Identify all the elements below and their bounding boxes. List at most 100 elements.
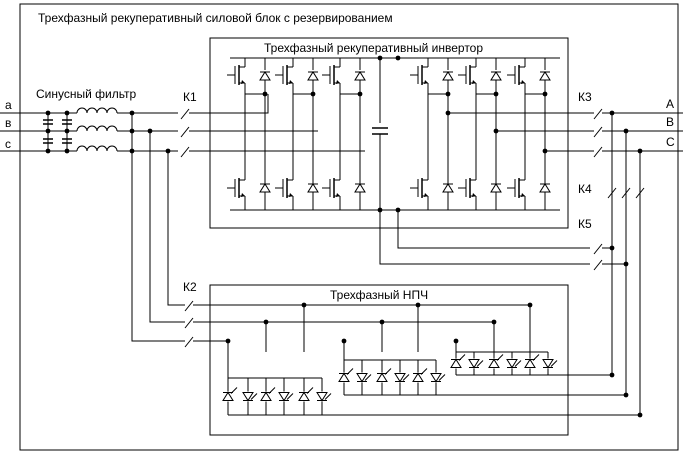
thyristor-gate [384, 368, 392, 375]
junction-dot [64, 128, 70, 134]
thyristor-gate [420, 368, 428, 375]
wiring [0, 57, 683, 416]
junction-dot [493, 91, 499, 97]
igbt-arrow [241, 80, 245, 84]
junction-dot [64, 148, 70, 154]
freewheel-diode [259, 71, 271, 81]
npch-thyristor [468, 359, 480, 369]
junction-dot [64, 110, 70, 116]
junction-dot [415, 302, 421, 308]
contactor-k1 [180, 108, 190, 120]
contactor-k3 [593, 126, 603, 138]
junction-dot [637, 412, 643, 418]
junction-dot [357, 91, 363, 97]
diode-body [542, 359, 554, 369]
thyristor-gate [514, 360, 522, 367]
junction-dot [263, 319, 269, 325]
diode-body [376, 372, 388, 382]
junction-dot [493, 128, 499, 134]
junction-dot [262, 91, 268, 97]
diode-body [539, 183, 551, 193]
thyristor-gate [286, 393, 294, 400]
thyristor-gate [250, 393, 258, 400]
junction-dot [377, 207, 383, 213]
contactor-k5 [593, 259, 603, 271]
contactor-k1 [180, 146, 190, 158]
filter-inductor [76, 125, 118, 132]
igbt-arrow [424, 193, 428, 197]
thyristor-gate [402, 374, 410, 381]
diode-body [354, 71, 366, 81]
npch-thyristor [542, 359, 554, 369]
inverter-label: Трехфазный рекуперативный инвертор [264, 41, 483, 55]
contactor-k1 [180, 126, 190, 138]
diode-body [394, 373, 406, 383]
junction-dot [623, 392, 629, 398]
diode-body [307, 71, 319, 81]
diode-body [490, 183, 502, 193]
igbt-upper [322, 62, 341, 88]
diode-body [488, 358, 500, 368]
igbt-upper [275, 62, 294, 88]
filter-capacitor [62, 138, 72, 144]
junction-dot [445, 110, 451, 116]
diode-body [356, 373, 368, 383]
junction-dot [377, 55, 383, 61]
junction-dot [395, 207, 401, 213]
diode-body [259, 183, 271, 193]
contactor-k2 [184, 317, 194, 329]
diode-body [450, 358, 462, 368]
contactor-k4 [621, 187, 631, 199]
freewheel-diode [539, 71, 551, 81]
diagram-title: Трехфазный рекуперативный силовой блок с… [38, 11, 393, 25]
npch-thyristor [506, 359, 518, 369]
igbt-lower [227, 175, 246, 201]
igbt-arrow [289, 193, 293, 197]
diode-body [278, 392, 290, 402]
wire [379, 210, 590, 265]
freewheel-diode [539, 183, 551, 193]
diode-body [242, 392, 254, 402]
thyristor-gate [324, 393, 332, 400]
freewheel-diode [442, 183, 454, 193]
junction-dot [129, 110, 135, 116]
junction-dot [453, 338, 459, 344]
filter-capacitor [43, 138, 53, 144]
junction-dot [527, 302, 533, 308]
thyristor-gate [346, 368, 354, 375]
input-label-a: a [5, 98, 12, 112]
junction-dot [542, 91, 548, 97]
npch-label: Трехфазный НПЧ [330, 288, 428, 302]
filter-inductor [76, 145, 118, 152]
junction-dot [165, 148, 171, 154]
contactor-k2 [184, 336, 194, 348]
igbt-upper [507, 62, 526, 88]
npch-thyristor [278, 392, 290, 402]
diode-body [490, 71, 502, 81]
igbt-arrow [241, 193, 245, 197]
junction-dot [310, 91, 316, 97]
junction-dot [129, 128, 135, 134]
igbt-arrow [472, 80, 476, 84]
npch-thyristor [316, 392, 328, 402]
thyristor-gate [550, 360, 558, 367]
wire [397, 210, 590, 249]
diode-body [442, 71, 454, 81]
diode-body [442, 183, 454, 193]
npch-box [209, 284, 569, 436]
thyristor-gate [532, 354, 540, 361]
thyristor-gate [496, 354, 504, 361]
igbt-lower [458, 175, 477, 201]
junction-dot [45, 110, 51, 116]
outer-frame [19, 3, 679, 451]
contactor-k5 [593, 243, 603, 255]
diode-body [539, 71, 551, 81]
contactor-label-k2: К2 [183, 280, 197, 294]
freewheel-diode [307, 183, 319, 193]
filter-inductor [76, 107, 118, 114]
diode-body [354, 183, 366, 193]
junction-dot [301, 302, 307, 308]
igbt-lower [507, 175, 526, 201]
thyristor-gate [364, 374, 372, 381]
